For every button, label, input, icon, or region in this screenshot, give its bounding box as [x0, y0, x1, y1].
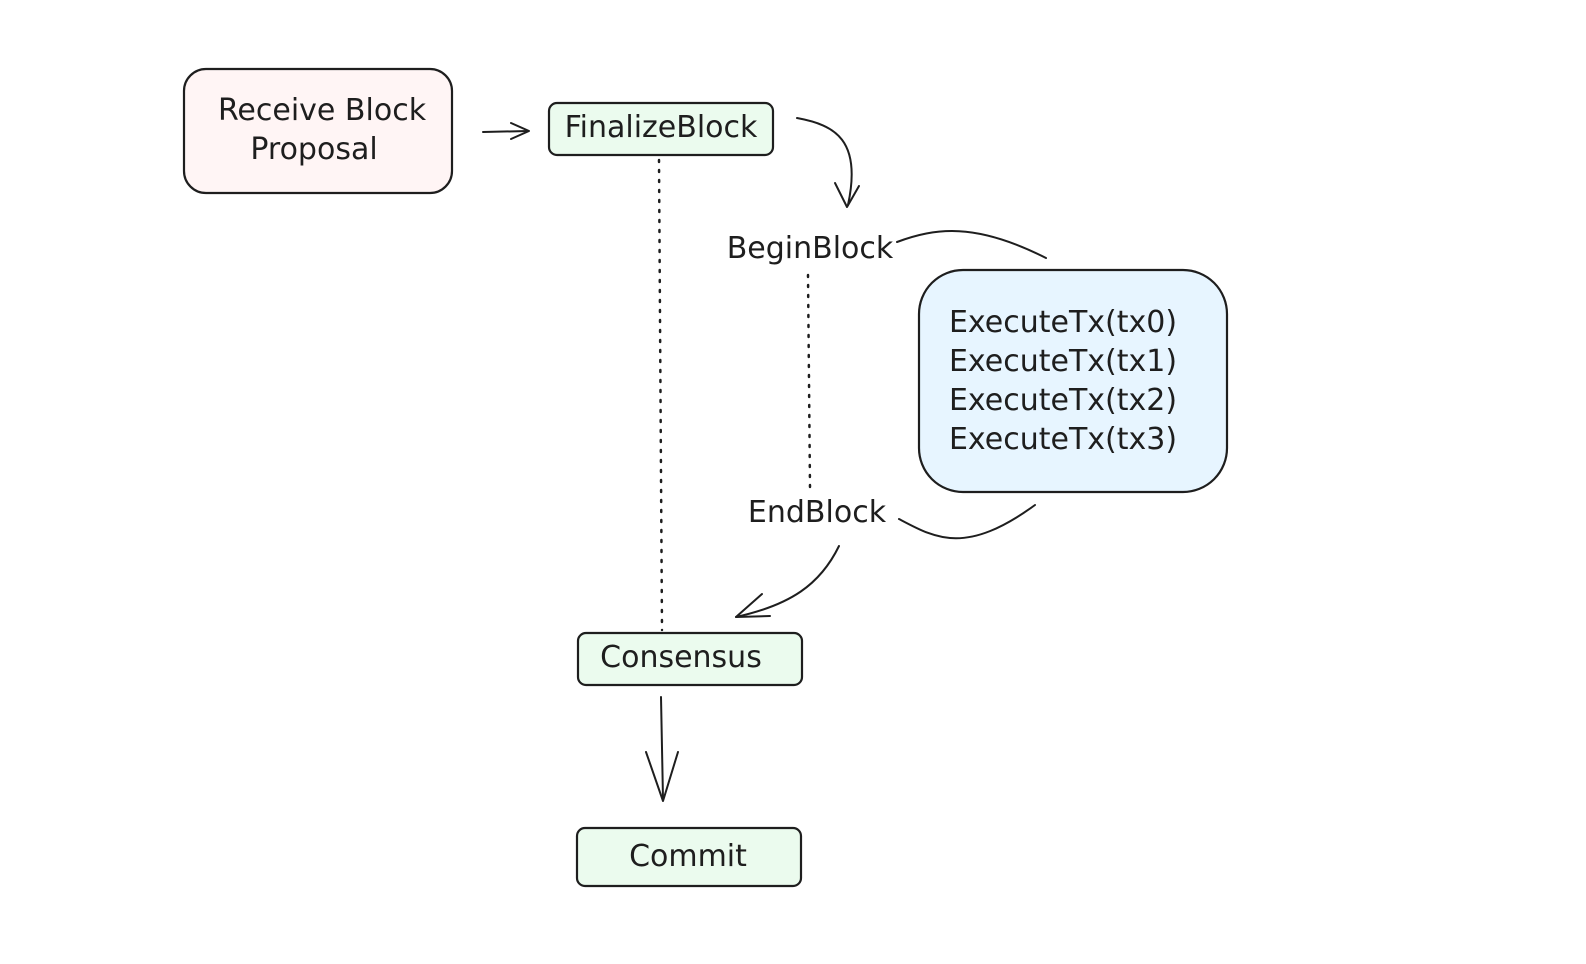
finalize-to-consensus-dotted-line	[657, 158, 664, 632]
consensus-node: Consensus	[576, 631, 804, 687]
finalize-block-box	[547, 101, 775, 157]
commit-label: Commit	[629, 839, 747, 874]
receive-block-proposal-label-line2: Proposal	[250, 132, 377, 167]
end-block-label: EndBlock	[748, 495, 887, 530]
receive-block-proposal-box	[182, 67, 454, 195]
execute-tx-1-label: ExecuteTx(tx1)	[949, 344, 1177, 379]
finalize-block-label: FinalizeBlock	[565, 110, 758, 145]
endblock-bracket-curve	[898, 504, 1036, 540]
consensus-box	[576, 631, 804, 687]
arrow-finalize-to-beginblock	[796, 117, 860, 208]
execute-tx-3-label: ExecuteTx(tx3)	[949, 422, 1177, 457]
execute-tx-group-node: ExecuteTx(tx0) ExecuteTx(tx1) ExecuteTx(…	[917, 268, 1229, 494]
finalize-block-node: FinalizeBlock	[547, 101, 775, 157]
receive-block-proposal-node: Receive Block Proposal	[182, 67, 454, 195]
arrow-endblock-to-consensus	[735, 545, 840, 618]
beginblock-to-endblock-dotted-line	[806, 273, 812, 490]
begin-block-label: BeginBlock	[727, 231, 894, 266]
commit-node: Commit	[575, 826, 803, 888]
arrow-consensus-to-commit	[645, 696, 679, 802]
execute-tx-group-box	[917, 268, 1229, 494]
beginblock-bracket-curve	[896, 230, 1047, 259]
receive-block-proposal-label-line1: Receive Block	[218, 93, 427, 128]
execute-tx-2-label: ExecuteTx(tx2)	[949, 383, 1177, 418]
commit-box	[575, 826, 803, 888]
consensus-label: Consensus	[600, 640, 762, 675]
execute-tx-0-label: ExecuteTx(tx0)	[949, 305, 1177, 340]
arrow-receive-to-finalize	[482, 122, 530, 140]
